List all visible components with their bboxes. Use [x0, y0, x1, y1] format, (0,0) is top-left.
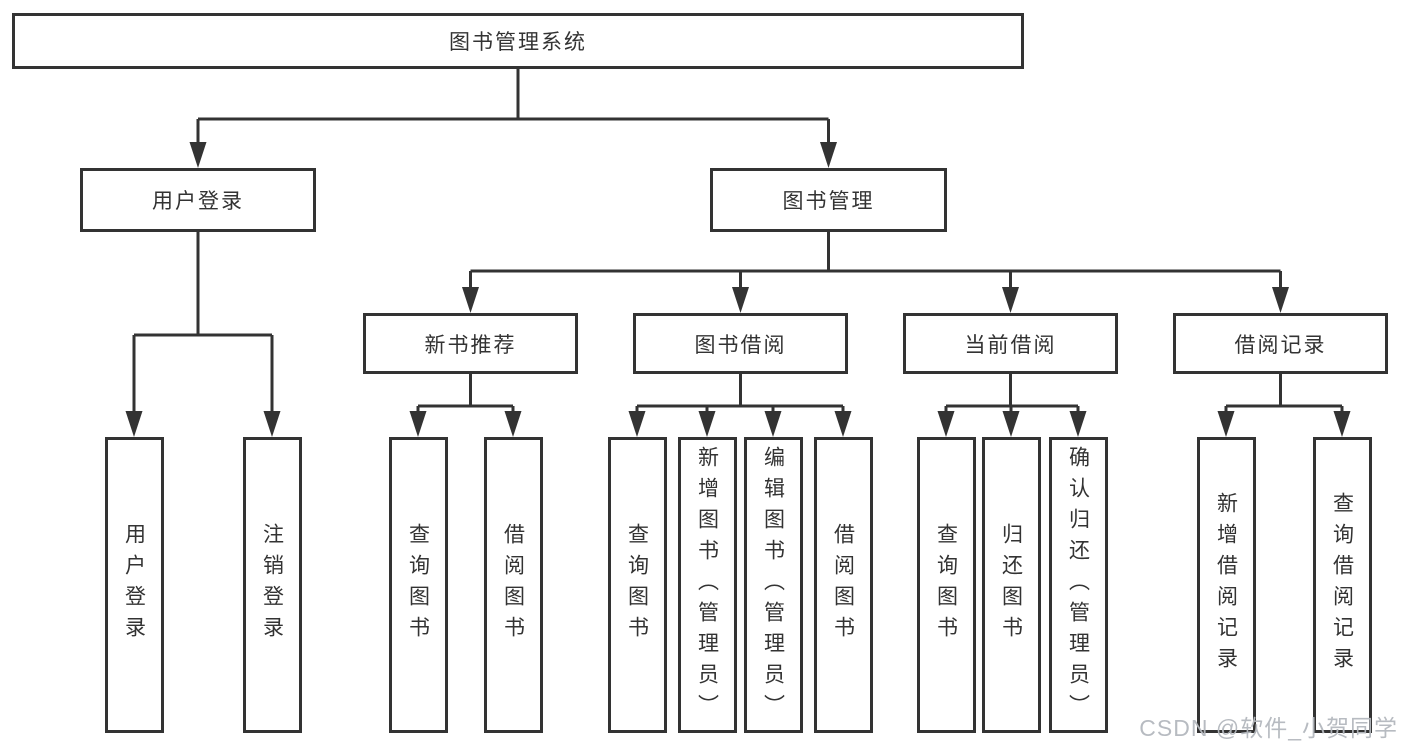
leaf-logout: 注销登录	[242, 437, 302, 733]
leaf-bb-add-books-admin: 新增图书（管理员）	[677, 437, 737, 733]
arrow-down-icon	[1002, 287, 1019, 313]
arrow-down-icon	[462, 287, 479, 313]
arrowheads	[125, 142, 1351, 437]
leaf-bb-edit-books-admin: 编辑图书（管理员）	[743, 437, 803, 733]
leaf-bb-borrow-books: 借阅图书	[813, 437, 873, 733]
leaf-label: 确认归还（管理员）	[1066, 445, 1090, 725]
connector-borrowing-to-leaves	[635, 374, 845, 430]
leaf-label: 新增借阅记录	[1214, 492, 1238, 678]
arrow-down-icon	[764, 411, 782, 437]
leaf-label: 用户登录	[122, 523, 146, 647]
leaf-label: 借阅图书	[831, 523, 855, 647]
leaf-label: 编辑图书（管理员）	[761, 445, 785, 725]
node-label: 图书管理系统	[449, 31, 587, 54]
arrow-down-icon	[504, 411, 522, 437]
arrow-down-icon	[1217, 411, 1235, 437]
leaf-cb-query-books: 查询图书	[916, 437, 976, 733]
arrow-down-icon	[409, 411, 427, 437]
arrow-down-icon	[834, 411, 852, 437]
node-label: 图书管理	[782, 190, 875, 213]
arrow-down-icon	[189, 142, 207, 168]
arrow-down-icon	[263, 411, 281, 437]
leaf-cb-return-books: 归还图书	[981, 437, 1041, 733]
leaf-label: 查询图书	[934, 523, 958, 647]
connector-userlogin-to-leaves	[132, 232, 274, 430]
leaf-cb-confirm-return-admin: 确认归还（管理员）	[1048, 437, 1108, 733]
connector-records-to-leaves	[1224, 374, 1344, 430]
arrow-down-icon	[1272, 287, 1289, 313]
arrow-down-icon	[1333, 411, 1351, 437]
node-branch-book-management: 图书管理	[710, 168, 947, 232]
node-new-book-recommend: 新书推荐	[363, 313, 578, 374]
leaf-br-add-record: 新增借阅记录	[1196, 437, 1256, 733]
node-label: 当前借阅	[964, 333, 1057, 357]
leaf-label: 查询图书	[406, 523, 430, 647]
node-label: 用户登录	[152, 190, 244, 213]
leaf-label: 注销登录	[260, 523, 284, 647]
arrow-down-icon	[125, 411, 143, 437]
node-borrow-records: 借阅记录	[1173, 313, 1388, 374]
connector-root-to-level2	[196, 69, 830, 162]
leaf-bb-query-books: 查询图书	[607, 437, 667, 733]
node-branch-user-login: 用户登录	[80, 168, 316, 232]
arrow-down-icon	[732, 287, 749, 313]
node-label: 借阅记录	[1234, 333, 1327, 357]
connector-newbook-to-leaves	[416, 374, 515, 430]
leaf-label: 新增图书（管理员）	[695, 445, 719, 725]
leaf-label: 归还图书	[999, 523, 1023, 647]
leaf-nbr-query-books: 查询图书	[388, 437, 448, 733]
node-current-borrowing: 当前借阅	[903, 313, 1118, 374]
csdn-watermark: CSDN @软件_小贺同学	[1139, 715, 1398, 741]
leaf-br-query-record: 查询借阅记录	[1312, 437, 1372, 733]
leaf-user-login: 用户登录	[104, 437, 164, 733]
node-root: 图书管理系统	[12, 13, 1024, 69]
arrow-down-icon	[698, 411, 716, 437]
connector-bookmgmt-to-level3	[469, 232, 1282, 306]
arrow-down-icon	[820, 142, 837, 168]
arrow-down-icon	[1002, 411, 1020, 437]
connector-lines	[132, 69, 1344, 430]
arrow-down-icon	[1069, 411, 1087, 437]
arrow-down-icon	[628, 411, 646, 437]
node-book-borrowing: 图书借阅	[633, 313, 848, 374]
leaf-label: 借阅图书	[501, 523, 525, 647]
node-label: 图书借阅	[694, 333, 787, 357]
leaf-label: 查询图书	[625, 523, 649, 647]
leaf-nbr-borrow-books: 借阅图书	[483, 437, 543, 733]
arrow-down-icon	[937, 411, 955, 437]
leaf-label: 查询借阅记录	[1330, 492, 1354, 678]
node-label: 新书推荐	[424, 333, 517, 357]
